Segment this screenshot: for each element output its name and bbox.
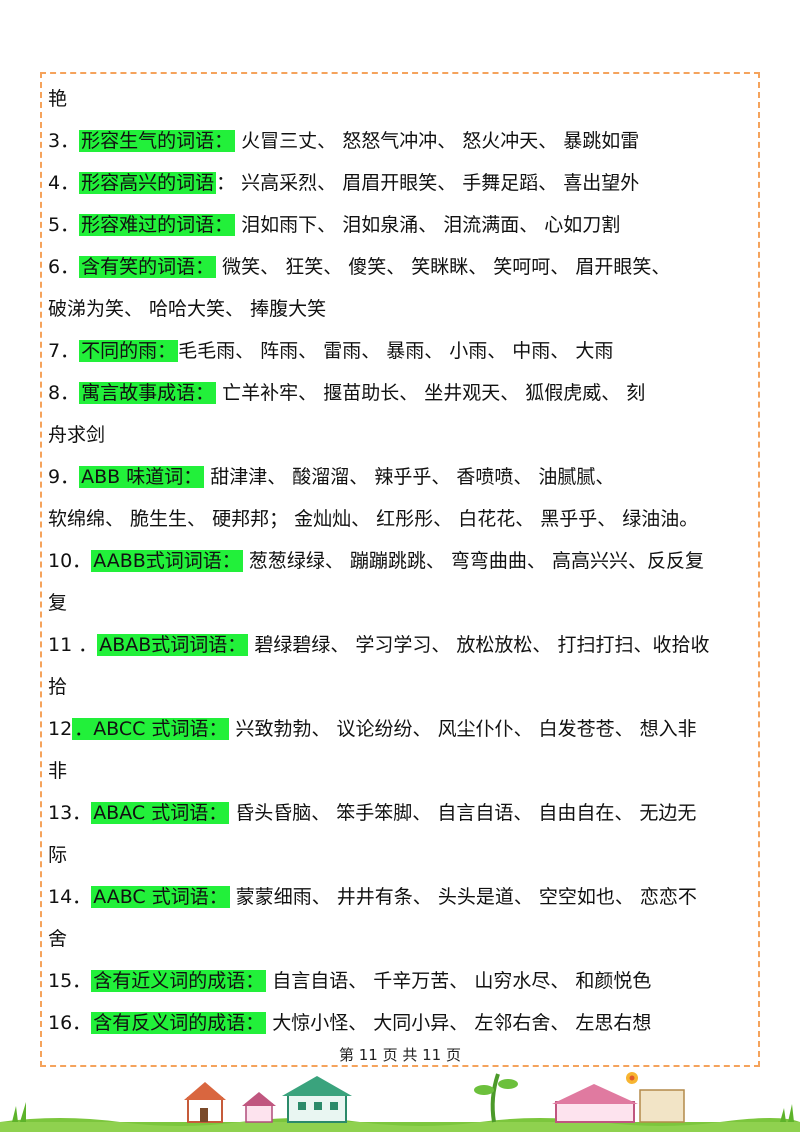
- house-icon: [184, 1082, 226, 1123]
- item-words: 拾: [48, 676, 68, 698]
- item-number: 5．: [48, 214, 80, 236]
- list-line: 非: [48, 754, 67, 788]
- list-line: 复: [48, 586, 67, 620]
- item-words: 碧绿碧绿、 学习学习、 放松放松、 打扫打扫、收拾收: [248, 634, 710, 656]
- list-line: 9．ABB 味道词： 甜津津、 酸溜溜、 辣乎乎、 香喷喷、 油腻腻、: [48, 460, 614, 494]
- item-number: 11 ．: [48, 634, 98, 656]
- item-number: 6．: [48, 256, 80, 278]
- flower-icon: [626, 1072, 638, 1084]
- list-line: 14．AABC 式词语： 蒙蒙细雨、 井井有条、 头头是道、 空空如也、 恋恋不: [48, 880, 697, 914]
- item-number: 8．: [48, 382, 80, 404]
- decorative-village-scene: [0, 1072, 800, 1132]
- item-number: 9．: [48, 466, 80, 488]
- list-line: 16．含有反义词的成语： 大惊小怪、 大同小异、 左邻右舍、 左思右想: [48, 1006, 651, 1040]
- category-label: 形容生气的词语：: [79, 130, 236, 152]
- list-line: 舍: [48, 922, 67, 956]
- item-words: 毛毛雨、 阵雨、 雷雨、 暴雨、 小雨、 中雨、 大雨: [178, 340, 614, 362]
- item-words: 兴致勃勃、 议论纷纷、 风尘仆仆、 白发苍苍、 想入非: [229, 718, 697, 740]
- category-label: AABC 式词语：: [91, 886, 230, 908]
- list-line: 11 ．ABAB式词词语： 碧绿碧绿、 学习学习、 放松放松、 打扫打扫、收拾收: [48, 628, 709, 662]
- item-number: 4．: [48, 172, 80, 194]
- list-line: 7．不同的雨：毛毛雨、 阵雨、 雷雨、 暴雨、 小雨、 中雨、 大雨: [48, 334, 613, 368]
- item-words: 亡羊补牢、 揠苗助长、 坐井观天、 狐假虎威、 刻: [216, 382, 646, 404]
- list-line: 10．AABB式词词语： 葱葱绿绿、 蹦蹦跳跳、 弯弯曲曲、 高高兴兴、反反复: [48, 544, 704, 578]
- item-words: 非: [48, 760, 68, 782]
- house-icon: [552, 1084, 685, 1123]
- list-line: 15．含有近义词的成语： 自言自语、 千辛万苦、 山穷水尽、 和颜悦色: [48, 964, 651, 998]
- item-words: 火冒三丈、 怒怒气冲冲、 怒火冲天、 暴跳如雷: [235, 130, 640, 152]
- list-line: 5．形容难过的词语： 泪如雨下、 泪如泉涌、 泪流满面、 心如刀割: [48, 208, 620, 242]
- item-words: 泪如雨下、 泪如泉涌、 泪流满面、 心如刀割: [235, 214, 621, 236]
- category-label: 寓言故事成语：: [79, 382, 217, 404]
- item-number: 13．: [48, 802, 92, 824]
- category-label: ABAB式词词语：: [97, 634, 249, 656]
- list-line: 12．ABCC 式词语： 兴致勃勃、 议论纷纷、 风尘仆仆、 白发苍苍、 想入非: [48, 712, 697, 746]
- house-icon: [282, 1076, 352, 1123]
- item-words: ： 兴高采烈、 眉眉开眼笑、 手舞足蹈、 喜出望外: [216, 172, 640, 194]
- house-icon: [242, 1092, 276, 1123]
- item-number: 14．: [48, 886, 92, 908]
- item-words: 甜津津、 酸溜溜、 辣乎乎、 香喷喷、 油腻腻、: [204, 466, 615, 488]
- item-number: 10．: [48, 550, 92, 572]
- item-words: 大惊小怪、 大同小异、 左邻右舍、 左思右想: [266, 1012, 652, 1034]
- page-border: [40, 72, 760, 1067]
- item-words: 昏头昏脑、 笨手笨脚、 自言自语、 自由自在、 无边无: [229, 802, 697, 824]
- list-line: 艳: [48, 82, 67, 116]
- item-words: 际: [48, 844, 68, 866]
- list-line: 软绵绵、 脆生生、 硬邦邦； 金灿灿、 红彤彤、 白花花、 黑乎乎、 绿油油。: [48, 502, 698, 536]
- item-words: 蒙蒙细雨、 井井有条、 头头是道、 空空如也、 恋恋不: [229, 886, 697, 908]
- item-words: 复: [48, 592, 68, 614]
- page-number: 第 11 页 共 11 页: [338, 1046, 461, 1064]
- item-words: 软绵绵、 脆生生、 硬邦邦； 金灿灿、 红彤彤、 白花花、 黑乎乎、 绿油油。: [48, 508, 699, 530]
- category-label: 形容高兴的词语: [79, 172, 217, 194]
- item-words: 舟求剑: [48, 424, 106, 446]
- list-line: 6．含有笑的词语： 微笑、 狂笑、 傻笑、 笑眯眯、 笑呵呵、 眉开眼笑、: [48, 250, 670, 284]
- list-line: 3．形容生气的词语： 火冒三丈、 怒怒气冲冲、 怒火冲天、 暴跳如雷: [48, 124, 639, 158]
- grass-icon: [12, 1102, 794, 1122]
- list-line: 4．形容高兴的词语： 兴高采烈、 眉眉开眼笑、 手舞足蹈、 喜出望外: [48, 166, 639, 200]
- item-words: 舍: [48, 928, 68, 950]
- list-line: 13．ABAC 式词语： 昏头昏脑、 笨手笨脚、 自言自语、 自由自在、 无边无: [48, 796, 696, 830]
- category-label: ABB 味道词：: [79, 466, 205, 488]
- item-number: 16．: [48, 1012, 92, 1034]
- item-number: 3．: [48, 130, 80, 152]
- plant-icon: [474, 1073, 518, 1123]
- category-label: 含有笑的词语：: [79, 256, 217, 278]
- item-words: 破涕为笑、 哈哈大笑、 捧腹大笑: [48, 298, 327, 320]
- item-words: 自言自语、 千辛万苦、 山穷水尽、 和颜悦色: [266, 970, 652, 992]
- item-number: 7．: [48, 340, 80, 362]
- category-label: 含有近义词的成语：: [91, 970, 267, 992]
- item-number: 15．: [48, 970, 92, 992]
- item-words: 艳: [48, 88, 68, 110]
- list-line: 际: [48, 838, 67, 872]
- category-label: AABB式词词语：: [91, 550, 243, 572]
- list-line: 舟求剑: [48, 418, 105, 452]
- category-label: ．ABCC 式词语：: [72, 718, 230, 740]
- item-number: 12: [48, 718, 73, 740]
- item-words: 微笑、 狂笑、 傻笑、 笑眯眯、 笑呵呵、 眉开眼笑、: [216, 256, 671, 278]
- category-label: 不同的雨：: [79, 340, 179, 362]
- category-label: 含有反义词的成语：: [91, 1012, 267, 1034]
- category-label: 形容难过的词语：: [79, 214, 236, 236]
- list-line: 拾: [48, 670, 67, 704]
- item-words: 葱葱绿绿、 蹦蹦跳跳、 弯弯曲曲、 高高兴兴、反反复: [242, 550, 704, 572]
- category-label: ABAC 式词语：: [91, 802, 230, 824]
- list-line: 破涕为笑、 哈哈大笑、 捧腹大笑: [48, 292, 326, 326]
- list-line: 8．寓言故事成语： 亡羊补牢、 揠苗助长、 坐井观天、 狐假虎威、 刻: [48, 376, 645, 410]
